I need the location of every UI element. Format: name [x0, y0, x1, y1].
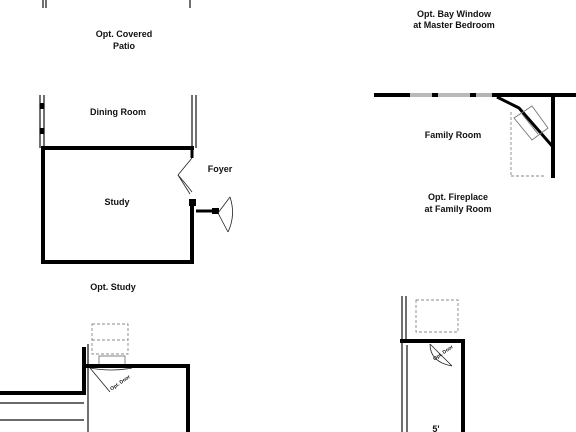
- bay-window-label-line2: at Master Bedroom: [413, 20, 495, 30]
- opt-door-left-label: Opt. Door: [109, 374, 131, 392]
- study-option-plan: Dining Room Foyer Study Opt. Study: [39, 95, 233, 292]
- dining-room-label: Dining Room: [90, 107, 146, 117]
- opt-study-label: Opt. Study: [90, 282, 136, 292]
- bay-window-label-group: Opt. Bay Window at Master Bedroom: [413, 9, 495, 30]
- covered-patio-label-line1: Opt. Covered: [96, 29, 153, 39]
- fireplace-label-line2: at Family Room: [424, 204, 491, 214]
- family-room-label: Family Room: [425, 130, 482, 140]
- family-room-option-plan: Family Room Opt. Fireplace at Family Roo…: [374, 93, 576, 214]
- covered-patio-fragment: Opt. Covered Patio: [42, 0, 191, 51]
- study-label: Study: [104, 197, 129, 207]
- fireplace-label-line1: Opt. Fireplace: [428, 192, 488, 202]
- bottom-left-door-option: Opt. Door: [0, 323, 190, 432]
- covered-patio-label-line2: Patio: [113, 41, 136, 51]
- opt-door-right-label: Opt. Door: [432, 344, 454, 362]
- bottom-right-door-option: Opt. Door 5': [400, 296, 465, 432]
- foyer-label: Foyer: [208, 164, 233, 174]
- dimension-5ft-label: 5': [432, 424, 439, 432]
- bay-window-label-line1: Opt. Bay Window: [417, 9, 492, 19]
